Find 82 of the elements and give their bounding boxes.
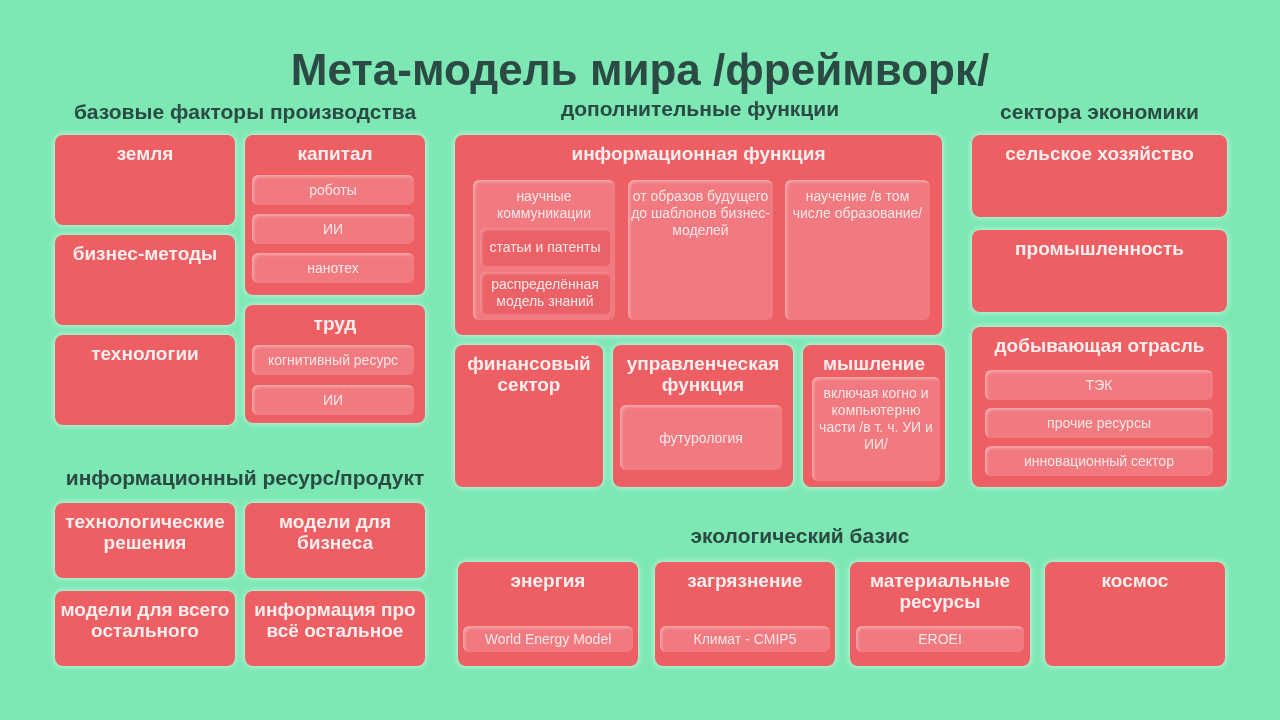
item-box (985, 446, 1213, 476)
category-box (55, 591, 235, 666)
box-text: World Energy Model (483, 630, 613, 648)
item-box (252, 214, 414, 244)
box-title: информационная функция (570, 143, 827, 164)
section-heading: сектора экономики (999, 100, 1200, 124)
category-box (55, 503, 235, 578)
item-box (252, 175, 414, 205)
category-box (245, 591, 425, 666)
category-box (850, 562, 1030, 666)
box-text: распределённая модель знаний (490, 276, 600, 310)
item-box (480, 228, 610, 266)
box-text: ИИ (321, 391, 345, 409)
box-text: нанотех (306, 259, 360, 277)
item-box (985, 408, 1213, 438)
section-heading: дополнительные функции (559, 97, 841, 121)
section-heading: базовые факторы производства (72, 100, 418, 124)
category-box (55, 335, 235, 425)
category-box (972, 327, 1227, 487)
box-title: загрязнение (686, 570, 804, 591)
item-box (785, 180, 930, 320)
section-heading: экологический базис (689, 524, 911, 548)
category-box (803, 345, 945, 487)
category-box (55, 135, 235, 225)
item-box (480, 272, 610, 314)
box-title: информация про всё остальное (253, 599, 417, 641)
box-title: мышление (821, 353, 927, 374)
box-title: добывающая отрасль (993, 335, 1206, 356)
category-box (1045, 562, 1225, 666)
category-box (972, 230, 1227, 312)
category-box (458, 562, 638, 666)
box-title: труд (312, 313, 358, 334)
item-box (252, 345, 414, 375)
item-box (252, 385, 414, 415)
category-box (245, 503, 425, 578)
item-box (473, 180, 615, 320)
item-box (812, 377, 940, 481)
box-title: земля (115, 143, 175, 164)
item-box (856, 626, 1024, 652)
category-box (245, 135, 425, 295)
item-box (620, 405, 782, 470)
box-text: футурология (658, 429, 744, 446)
category-box (455, 345, 603, 487)
box-text: от образов будущего до шаблонов бизнес-моделей (631, 188, 770, 239)
box-text: научные коммуникации (496, 188, 592, 222)
box-text: статьи и патенты (488, 238, 602, 256)
box-title: управленческая функция (625, 353, 781, 395)
category-box (55, 235, 235, 325)
box-title: промышленность (1014, 238, 1185, 259)
box-title: модели для бизнеса (277, 511, 392, 553)
box-text: ИИ (321, 220, 345, 238)
box-text: включая когно и компьютерню части /в т. ч. УИ и ИИ/ (818, 385, 934, 453)
box-title: капитал (296, 143, 374, 164)
box-text: когнитивный ресурс (266, 351, 400, 369)
box-title: технологические решения (64, 511, 226, 553)
box-text: прочие ресурсы (1046, 414, 1152, 432)
section-heading: информационный ресурс/продукт (64, 466, 426, 490)
box-title: модели для всего остального (59, 599, 231, 641)
box-text: EROEI (917, 630, 963, 648)
item-box (463, 626, 633, 652)
box-title: космос (1100, 570, 1170, 591)
box-title: материальные ресурсы (868, 570, 1012, 612)
box-text: Климат - CMIP5 (692, 630, 798, 648)
box-title: финансовый сектор (466, 353, 592, 395)
category-box (613, 345, 793, 487)
box-text: роботы (308, 181, 358, 199)
box-title: сельское хозяйство (1004, 143, 1195, 164)
item-box (660, 626, 830, 652)
category-box (972, 135, 1227, 217)
category-box (455, 135, 942, 335)
category-box (655, 562, 835, 666)
diagram-title: Мета-модель мира /фреймворк/ (289, 45, 991, 95)
box-text: ТЭК (1084, 376, 1114, 394)
box-text: научение /в том числе образование/ (791, 188, 924, 222)
box-title: бизнес-методы (71, 243, 219, 264)
box-title: технологии (90, 343, 200, 364)
category-box (245, 305, 425, 423)
box-title: энергия (509, 570, 587, 591)
box-text: инновационный сектор (1023, 452, 1175, 470)
item-box (628, 180, 773, 320)
item-box (985, 370, 1213, 400)
item-box (252, 253, 414, 283)
